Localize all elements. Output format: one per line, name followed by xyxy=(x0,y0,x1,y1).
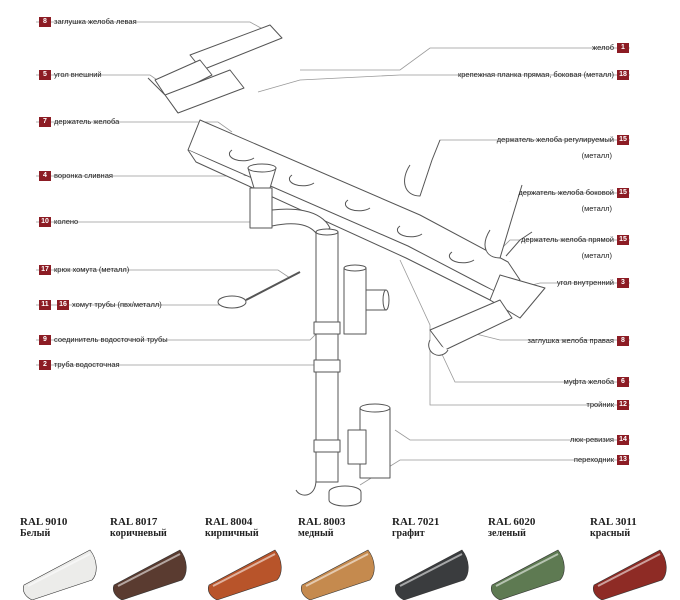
part-number-badge: 1 xyxy=(617,43,629,53)
part-number-badge: 3 xyxy=(617,278,629,288)
part-label-text: хомут трубы (пвх/металл) xyxy=(72,300,162,309)
ral-code: RAL 8004 xyxy=(205,516,253,528)
ral-code: RAL 9010 xyxy=(20,516,68,528)
part-label: крепежная планка прямая, боковая (металл… xyxy=(458,70,632,80)
part-label-text: держатель желоба регулируемый xyxy=(496,135,614,144)
ral-code: RAL 8017 xyxy=(110,516,158,528)
part-number-badge: 12 xyxy=(617,400,629,410)
ral-code: RAL 3011 xyxy=(590,516,637,528)
part-number-badge: 2 xyxy=(39,360,51,370)
part-label-text: угол внешний xyxy=(54,70,102,79)
part-label-text: держатель желоба боковой xyxy=(518,188,614,197)
part-label-text: крюк хомута (металл) xyxy=(54,265,130,274)
color-samples xyxy=(22,549,667,600)
part-label-text: переходник xyxy=(573,455,614,464)
part-number-badge: 11 xyxy=(39,300,51,310)
part-number-badge: 14 xyxy=(617,435,629,445)
part-label-text: желоб xyxy=(592,43,614,52)
color-name: коричневый xyxy=(110,528,167,539)
part-label-text: воронка сливная xyxy=(54,171,113,180)
part-label-subtext: (металл) xyxy=(581,204,612,213)
part-number-badge: 16 xyxy=(57,300,69,310)
part-number-badge: 13 xyxy=(617,455,629,465)
part-label-text: крепежная планка прямая, боковая (металл… xyxy=(457,70,614,79)
color-name: зеленый xyxy=(488,528,526,539)
part-number-badge: 4 xyxy=(39,171,51,181)
part-label-subtext: (металл) xyxy=(581,151,612,160)
part-label-text: тройник xyxy=(586,400,614,409)
color-name: Белый xyxy=(20,528,51,539)
gutter-color-sample xyxy=(490,549,565,600)
color-name: кирпичный xyxy=(205,528,259,539)
color-name: медный xyxy=(298,528,334,539)
part-label-text: держатель желоба xyxy=(54,117,120,126)
part-number-badge: 10 xyxy=(39,217,51,227)
gutter-color-sample xyxy=(22,549,97,600)
gutter-color-sample xyxy=(394,549,469,600)
part-number-badge: 8 xyxy=(617,336,629,346)
part-label-text: держатель желоба прямой xyxy=(520,235,614,244)
gutter-color-sample xyxy=(112,549,187,600)
ral-code: RAL 7021 xyxy=(392,516,440,528)
part-label-text: заглушка желоба левая xyxy=(54,17,137,26)
gutter-drawing xyxy=(147,24,546,507)
part-label-text: труба водосточная xyxy=(54,360,120,369)
gutter-color-sample xyxy=(592,549,667,600)
part-number-badge: 9 xyxy=(39,335,51,345)
part-number-badge: 6 xyxy=(617,377,629,387)
part-number-badge: 5 xyxy=(39,70,51,80)
part-label-text: люк-ревизия xyxy=(570,435,614,444)
part-label-text: заглушка желоба правая xyxy=(527,336,614,345)
part-label-text: колено xyxy=(54,217,79,226)
color-name: красный xyxy=(590,528,631,539)
part-number-badge: 15 xyxy=(617,188,629,198)
part-number-badge: 8 xyxy=(39,17,51,27)
part-number-badge: 15 xyxy=(617,135,629,145)
part-number-badge: 18 xyxy=(617,70,629,80)
part-number-badge: 17 xyxy=(39,265,51,275)
color-name: графит xyxy=(392,528,425,539)
gutter-color-sample xyxy=(300,549,375,600)
part-label-text: муфта желоба xyxy=(563,377,614,386)
ral-code: RAL 8003 xyxy=(298,516,346,528)
part-label-subtext: (металл) xyxy=(581,251,612,260)
part-label-text: соединитель водосточной трубы xyxy=(54,335,168,344)
ral-code: RAL 6020 xyxy=(488,516,536,528)
part-number-badge: 15 xyxy=(617,235,629,245)
part-label-text: угол внутренний xyxy=(556,278,614,287)
gutter-color-sample xyxy=(207,549,282,600)
part-number-badge: 7 xyxy=(39,117,51,127)
